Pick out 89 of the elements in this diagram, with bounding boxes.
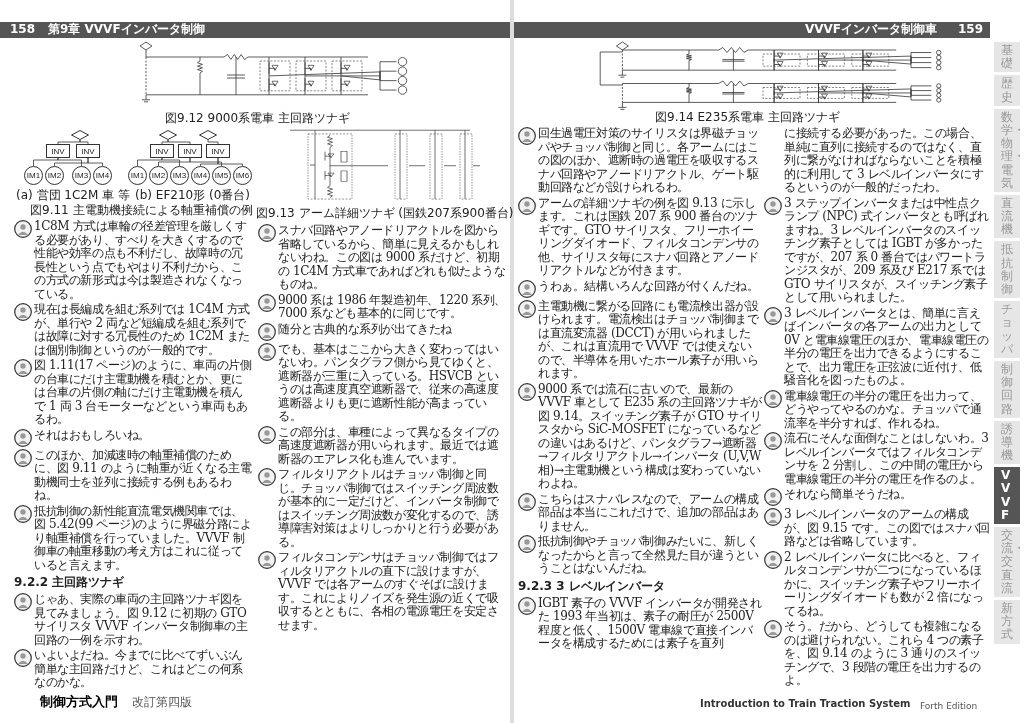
- section-tab: 新方式: [994, 599, 1020, 644]
- dialogue-text: うわぁ。結構いろんな回路が付くんだね。: [538, 279, 760, 293]
- dialogue-text: IGBT 素子の VVVF インバータが開発された 1993 年当初は、素子の耐圧が 2500V 程度と低く、1500V 電車線で直接インバータを構成するためには素子を直列: [538, 596, 762, 651]
- dialogue-text: スナバ回路やアノードリアクトルを図から省略しているから、簡単に見えるかもしれないわね。この図は 9000 系だけど、初期の 1C4M 方式車であればどれも似たようなものね。: [278, 224, 507, 292]
- dialogue-text: アームの詳細ツナギの例を図 9.13 に示します。これは国鉄 207 系 900 番台のツナギです。GTO サイリスタ、フリーホイーリングダイオード、フィルタコンデンサの他、サイリスタ毎にスナバ回路とアノードリアクトルなどが付きます。: [538, 196, 760, 278]
- section-tab: VVVF: [994, 467, 1020, 524]
- dialogue-text: 随分と古典的な系列が出てきたね: [278, 322, 453, 336]
- dialogue-text: フィルタコンデンサはチョッパ制御ではフィルタリアクトルの直下に設けますが、VVVF では各アームのすぐそばに設けます。これによりノイズを発生源の近くで吸収するとともに、各相の電源電圧を安定させます。: [278, 551, 500, 632]
- connector-line: [161, 139, 169, 145]
- dialogue-text: この部分は、車種によって異なるタイプの高速度遮断器が用いられます。最近では遮断器のエアレス化も進んでいます。: [278, 425, 500, 466]
- motor-circle: IM3: [170, 166, 189, 185]
- connector-line: [161, 157, 180, 167]
- inverter-box: INV: [206, 144, 230, 158]
- dialogue-text: 現在は長編成を組む系列では 1C4M 方式が、単行や 2 両など短編成を組む系列では故障に対する冗長性のため 1C2M または個別制御というのが一般的です。: [34, 303, 251, 357]
- figure-caption: 図9.13 アーム詳細ツナギ (国鉄207系900番台): [256, 206, 514, 220]
- connector-line: [79, 139, 89, 145]
- connector-line: [207, 139, 219, 145]
- motor-circle: IM1: [128, 166, 147, 185]
- dialogue-text: それなら簡単そうだね。: [784, 488, 913, 502]
- dialogue-text: こちらはスナバレスなので、アームの構成部品は本当にこれだけで、追加の部品はありません。: [538, 492, 760, 533]
- section-tab: 抵抗制御: [994, 241, 1020, 299]
- section-tab: 基礎: [994, 42, 1020, 73]
- connector-line: [167, 139, 191, 145]
- dialogue-text: じゃあ、実際の車両の主回路ツナギ図を見てみましょう。図 9.12 に初期の GTO サイリスタ VVVF インバータ制御車の主回路の一例を示すわ。: [34, 593, 249, 647]
- section-tab: 数学・物理・電気: [994, 108, 1020, 192]
- dialogue-text: 主電動機に繋がる回路にも電流検出器が設けられます。電流検出はチョッパ制御までは直流変流器 (DCCT) が用いられましたが、これは直流用で VVVF では使えないので、半導体を用いたホール素子が用いられます。: [538, 299, 760, 381]
- dialogue-text: 1C8M 方式は車輪の径差管理を厳しくする必要があり、すべりを大きくするので性能や効率の点も不利だし、故障時の冗長性という点でもやはり不利だから、この方式の新形式は今は製造されなくなっている。: [34, 220, 248, 301]
- diamond-symbol: [159, 130, 177, 140]
- section-tab: チョッパ: [994, 301, 1020, 358]
- connector-line: [57, 157, 82, 167]
- section-heading: 9.2.2 主回路ツナギ: [14, 575, 126, 590]
- running-header: 158: [10, 22, 36, 37]
- edition-note: Forth Edition: [920, 700, 978, 713]
- section-tab: 制御回路: [994, 360, 1020, 418]
- section-heading: 9.2.3 3 レベルインバータ: [518, 578, 666, 594]
- connector-line: [189, 157, 222, 167]
- dialogue-text: でも、基本はここから大きく変わってはいないわ。パンタグラフ側から見てゆくと、遮断器が三重に入っている。HSVCB というのは高速度真空遮断器で、従来の高速度遮断器よりも更に遮断性能が高まっている。: [278, 342, 500, 424]
- figure-subcaption: (a) 営団 1C2M 車 等: [16, 188, 130, 202]
- dialogue-text: 図 1.11(17 ページ)のように、車両の片側の台車にだけ主電動機を積むとか、更には台車の片側の軸にだけ主電動機を積んで 1 両 3 台モーターなどという車両もあるわ。: [34, 359, 253, 427]
- dialogue-text: フィルタリアクトルはチョッパ制御と同じ。チョッパ制御ではスイッチング周波数が基本的に一定だけど、インバータ制御ではスイッチング周波数が変化するので、誘導障害対策はよりしっかりと行う必要がある。: [278, 468, 500, 549]
- section-tab: 誘導機: [994, 420, 1020, 465]
- dialogue-text: それはおもしろいね。: [34, 428, 151, 442]
- motor-circle: IM4: [191, 166, 210, 185]
- motor-circle: IM3: [72, 166, 91, 185]
- diamond-symbol: [199, 130, 217, 140]
- dialogue-text: 抵抗制御の新性能直流電気機関車では、図 5.42(99 ページ)のように界磁分路により軸重補償を行っていました。VVVF 制御車の軸重移動の考え方はこれに従っていると言えます。: [34, 504, 253, 572]
- inverter-box: INV: [76, 144, 100, 158]
- connector-line: [33, 157, 59, 167]
- inverter-box: INV: [150, 144, 174, 158]
- dialogue-text: に接続する必要があった。この場合、単純に直列に接続するのではなく、直列に繋がなければならないことを積極的に利用して 3 レベルインバータにするというのが一般的だったわ。: [784, 127, 985, 195]
- motor-circle: IM4: [93, 166, 112, 185]
- running-header: VVVFインバータ制御車: [805, 22, 938, 37]
- connector-line: [57, 139, 81, 145]
- inverter-box: INV: [178, 144, 202, 158]
- inverter-box: INV: [46, 144, 70, 158]
- running-header: 159: [958, 22, 984, 37]
- section-tab: 直流機: [994, 194, 1020, 239]
- motor-circle: IM2: [45, 166, 64, 185]
- diamond-symbol: [71, 130, 89, 140]
- connector-line: [217, 157, 243, 167]
- section-tab: 歴史: [994, 75, 1020, 106]
- dialogue-text: そう。だから、どうしても複雑になるのは避けられない。これら 4 つの素子を、図 9.14 のように 3 通りのスイッチングで、3 段階の電圧を出力するのよ。: [784, 620, 985, 688]
- dialogue-text: 3 レベルインバータのアームの構成が、図 9.15 です。この図ではスナバ回路などは省略しています。: [784, 508, 991, 549]
- figure-caption: 図9.12 9000系電車 主回路ツナギ: [165, 111, 350, 125]
- motor-circle: IM1: [24, 166, 43, 185]
- section-tab: 交流・交直流: [994, 527, 1020, 597]
- book-title: 制御方式入門: [40, 694, 118, 710]
- dialogue-text: 回生過電圧対策のサイリスタは界磁チョッパやチョッパ制御と同じ。各アームにはこの図のほか、遮断時の過電圧を吸収するスナバ回路やアノードリアクトル、ゲート駆動回路などが設けられるわ。: [538, 127, 760, 195]
- dialogue-text: 9000 系では流石に古いので、最新の VVVF 車として E235 系の主回路ツナギが図 9.14。スイッチング素子が GTO サイリスタから SiC-MOSFET になっているなどの違いはあるけど、パンタグラフ→遮断器→フィルタリアクトル→インバータ (U,V,W 相)→主電動機という構成は変わっていないわよね。: [538, 382, 762, 491]
- connector-line: [137, 157, 163, 167]
- dialogue-text: 流石にそんな面倒なことはしないわ。3 レベルインバータではフィルタコンデンサを 2 分割し、この中間の電圧から電車線電圧の半分の電圧を作るのよ。: [784, 432, 990, 486]
- figure-caption: 図9.14 E235系電車 主回路ツナギ: [655, 110, 840, 124]
- figure-subcaption: (b) EF210形 (0番台): [135, 188, 250, 202]
- motor-circle: IM2: [149, 166, 168, 185]
- dialogue-text: 9000 系は 1986 年製造初年、1220 系列、7000 系なども基本的に同じです。: [278, 293, 508, 321]
- dialogue-text: 3 レベルインバータとは、簡単に言えばインバータの各アームの出力として 0V と電車線電圧のほか、電車線電圧の半分の電圧を出力できるようにすることで、出力電圧を正弦波に近付け、低騒音化を図ったものよ。: [784, 306, 990, 388]
- dialogue-text: 電車線電圧の半分の電圧を出力って、どうやってやるのかな。チョッパで通流率を半分すれば、作れるね。: [784, 389, 983, 430]
- dialogue-text: 2 レベルインバータに比べると、フィルタコンデンサが二つになっているほかに、スイッチング素子やフリーホイーリングダイオードも数が 2 倍になってるね。: [784, 550, 985, 618]
- edition-note: 改訂第四版: [132, 695, 192, 709]
- dialogue-text: このほか、加減速時の軸重補償のために、図 9.11 のように軸重が近くなる主電動機同士を並列に接続する例もあるわね。: [34, 448, 253, 503]
- motor-circle: IM5: [212, 166, 231, 185]
- book-title: Introduction to Train Traction System: [700, 697, 911, 710]
- connector-line: [87, 157, 103, 167]
- figure-caption: 図9.11 主電動機接続による軸重補償の例: [30, 203, 253, 217]
- dialogue-text: 3 ステップインバータまたは中性点クランプ (NPC) 式インバータとも呼ばれますね。3 レベルインバータのスイッチング素子としては IGBT が多かったですが、207 系 0 番台ではパワートランジスタが、209 系及び E217 系では GTO サイリスタが、スイッチング素子として用いられました。: [784, 196, 990, 305]
- dialogue-text: いよいよだね。今までに比べてずいぶん簡単な主回路だけど、これはどこの何系なのかな。: [34, 649, 244, 690]
- motor-circle: IM6: [233, 166, 252, 185]
- running-header: 第9章 VVVFインバータ制御: [48, 22, 205, 37]
- dialogue-text: 抵抗制御やチョッパ制御みたいに、新しくなったからと言って全然見た目が違うということはないんだね。: [538, 535, 760, 576]
